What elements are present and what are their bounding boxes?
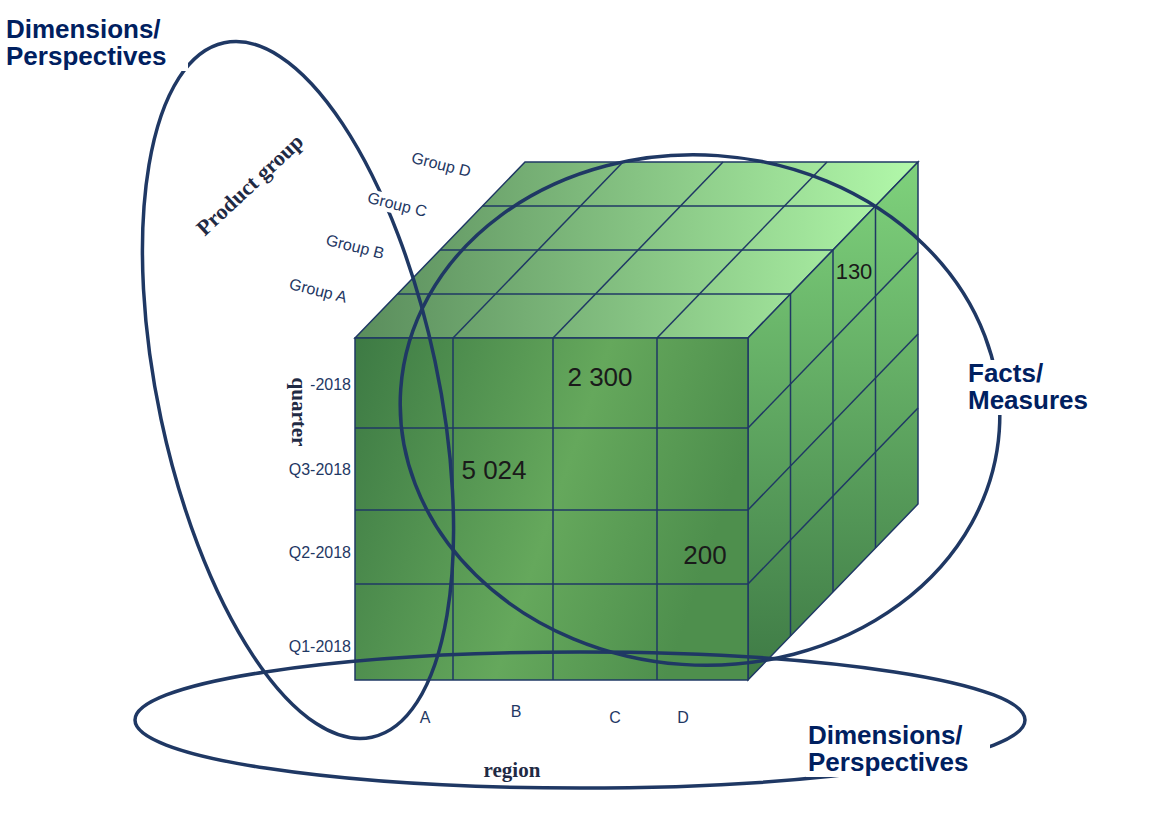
axis-member: Group B [322,231,388,264]
cube-right-face [748,162,918,680]
axis-member: C [607,709,623,727]
axis-member: Q1-2018 [287,638,353,656]
facts-ellipse [383,135,1017,686]
measure-value: 130 [836,259,873,285]
dimension-heading: Dimensions/ Perspectives [4,16,188,71]
axis-member: A [418,709,433,727]
dimension-heading: Dimensions/ Perspectives [806,722,990,777]
axis-title: quarter [286,375,311,450]
cube-grid [355,162,918,680]
axis-member: B [509,703,524,721]
measure-value: 5 024 [461,455,526,486]
axis-member: D [675,709,691,727]
measure-value: 2 300 [567,362,632,393]
facts-heading: Facts/ Measures [966,360,1120,415]
axis-title: Product group [189,127,311,243]
cube [355,162,918,680]
axis-member: Group A [285,275,350,308]
axis-member: Group C [364,188,431,221]
axis-member: Q3-2018 [287,461,353,479]
measure-value: 200 [683,540,726,571]
axis-member: Group D [408,148,475,181]
axis-title: region [481,758,544,783]
dimension-ellipse-bottom [135,652,1025,788]
grouping-ellipses [87,14,1025,788]
axis-member: Q2-2018 [287,544,353,562]
